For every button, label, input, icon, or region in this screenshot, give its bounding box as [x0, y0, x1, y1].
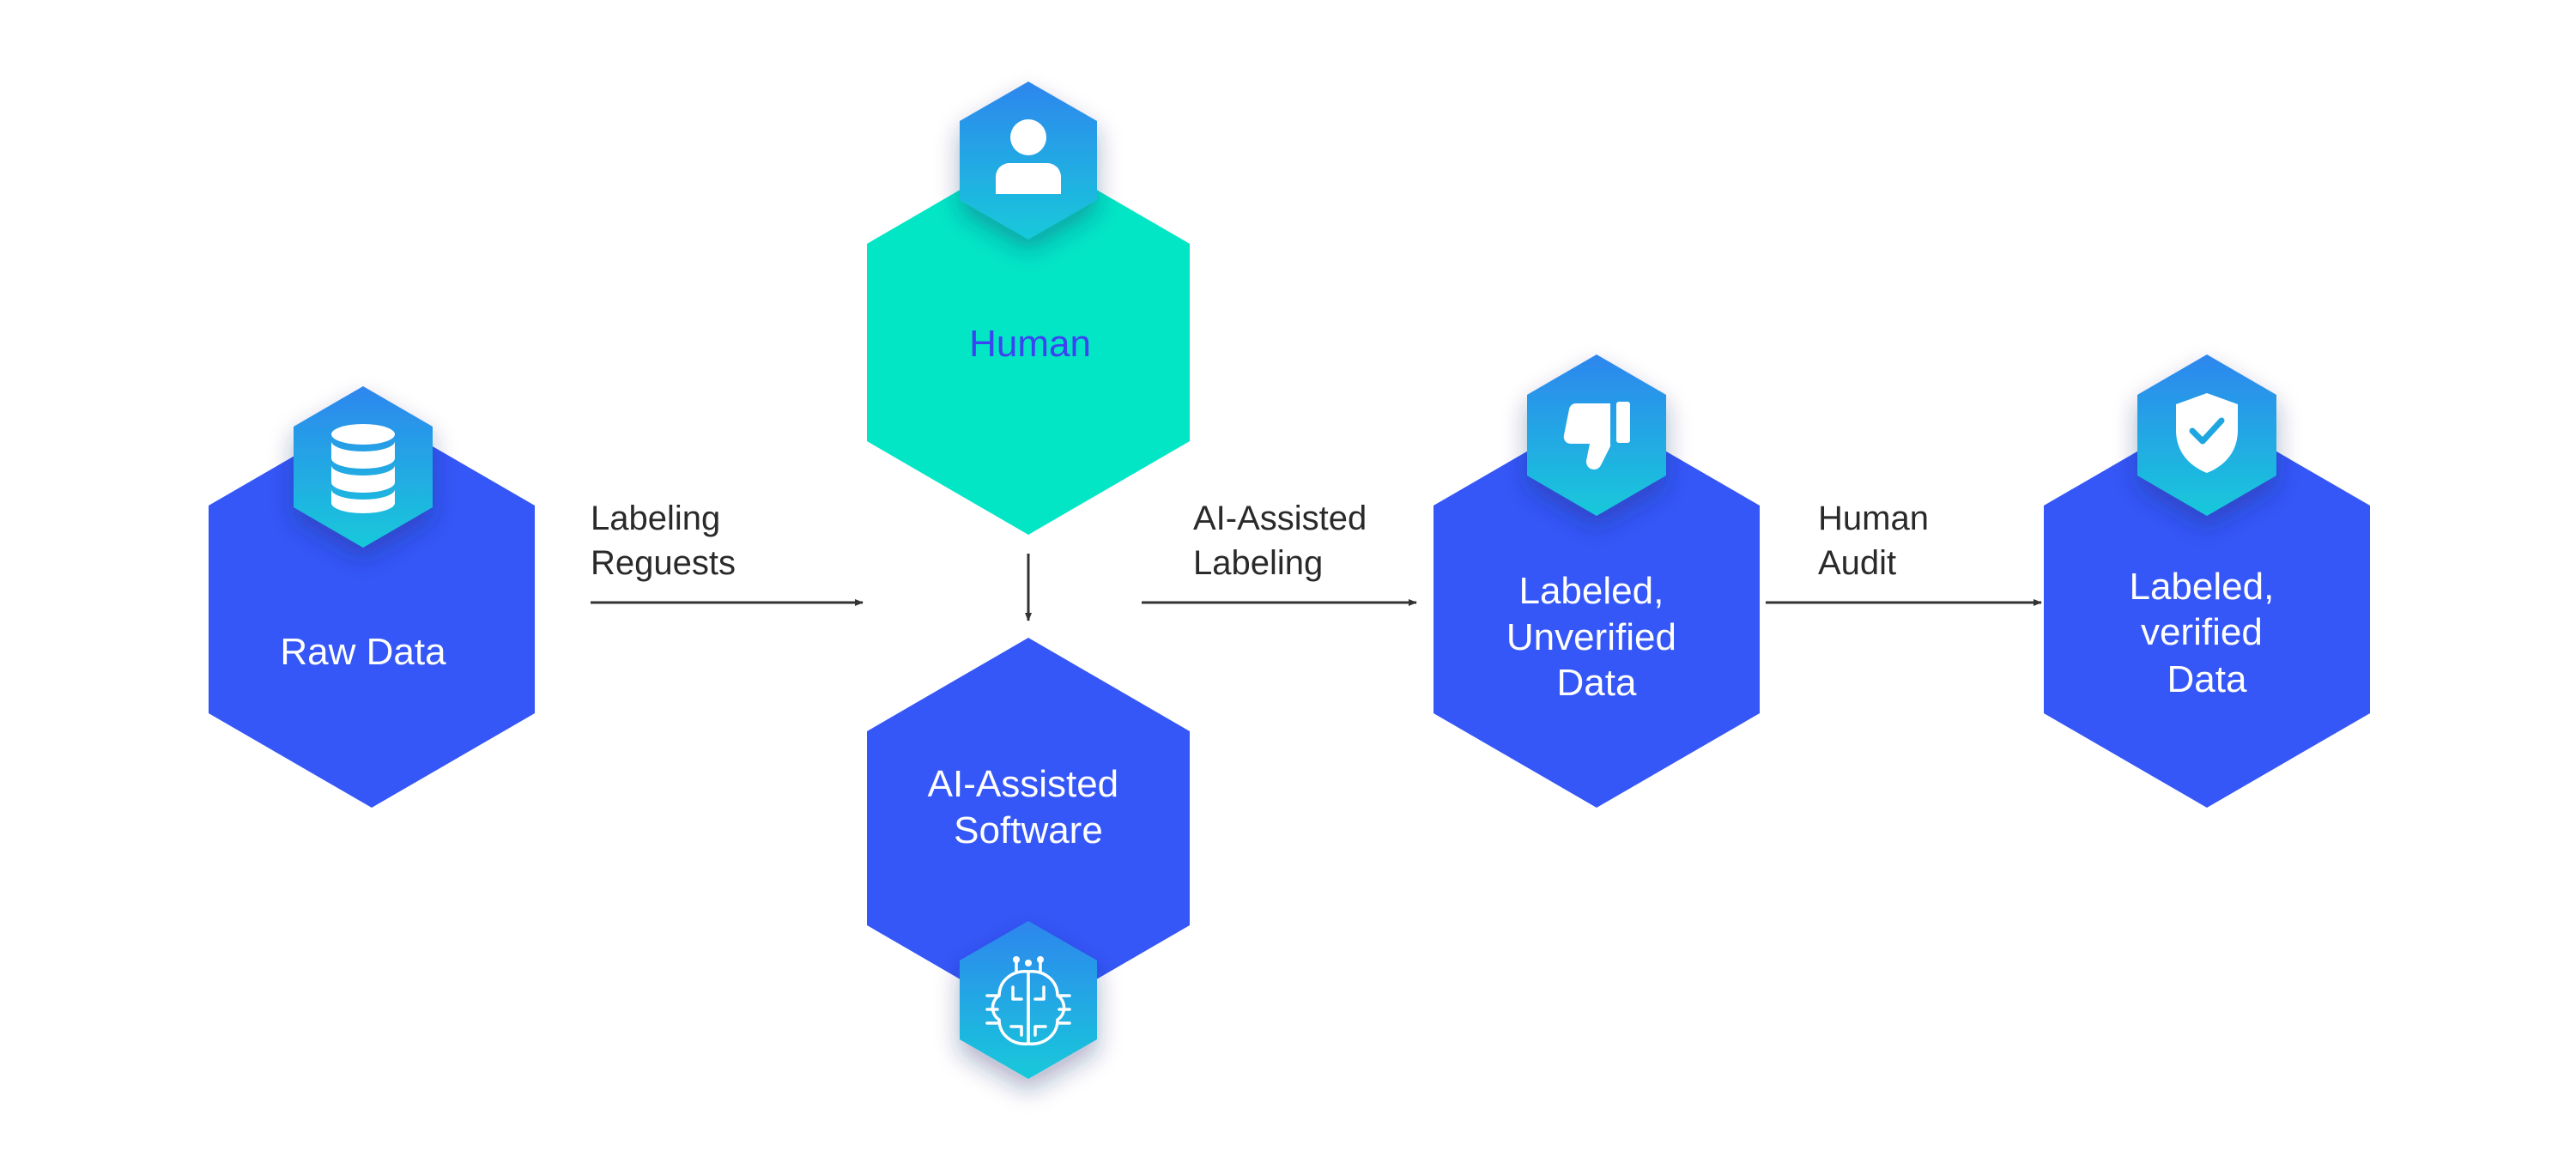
user-icon [960, 82, 1097, 239]
database-icon [294, 386, 433, 548]
edge-label-ai-assisted-labeling: AI-Assisted Labeling [1193, 500, 1376, 582]
node-label-labeled-verified-data: Labeled, verified Data [2129, 566, 2284, 700]
node-labeled-unverified-data: Labeled, Unverified Data [1433, 354, 1760, 808]
node-labeled-verified-data: Labeled, verified Data [2044, 354, 2370, 808]
hexagon-human [867, 150, 1190, 535]
node-ai-assisted-software: AI-Assisted Software [867, 638, 1190, 1079]
node-label-ai-assisted-software: AI-Assisted Software [928, 763, 1130, 851]
hexagon-labeled-verified-data [2044, 411, 2370, 808]
thumbs-down-icon [1527, 354, 1666, 516]
edge-label-human-audit: Human Audit [1818, 500, 1938, 582]
node-label-labeled-unverified-data: Labeled, Unverified Data [1506, 570, 1687, 704]
node-human: Human [867, 82, 1190, 535]
ai-brain-chip-icon [960, 921, 1097, 1079]
node-label-raw-data: Raw Data [280, 631, 446, 673]
hexagon-raw-data [209, 411, 535, 808]
node-label-human: Human [969, 323, 1091, 365]
hexagon-labeled-unverified-data [1433, 411, 1760, 808]
node-raw-data: Raw Data [209, 386, 535, 808]
shield-check-icon [2137, 354, 2276, 516]
hexagon-ai-assisted-software [867, 638, 1190, 1019]
edge-label-labeling-requests: Labeling Reguests [591, 500, 736, 582]
